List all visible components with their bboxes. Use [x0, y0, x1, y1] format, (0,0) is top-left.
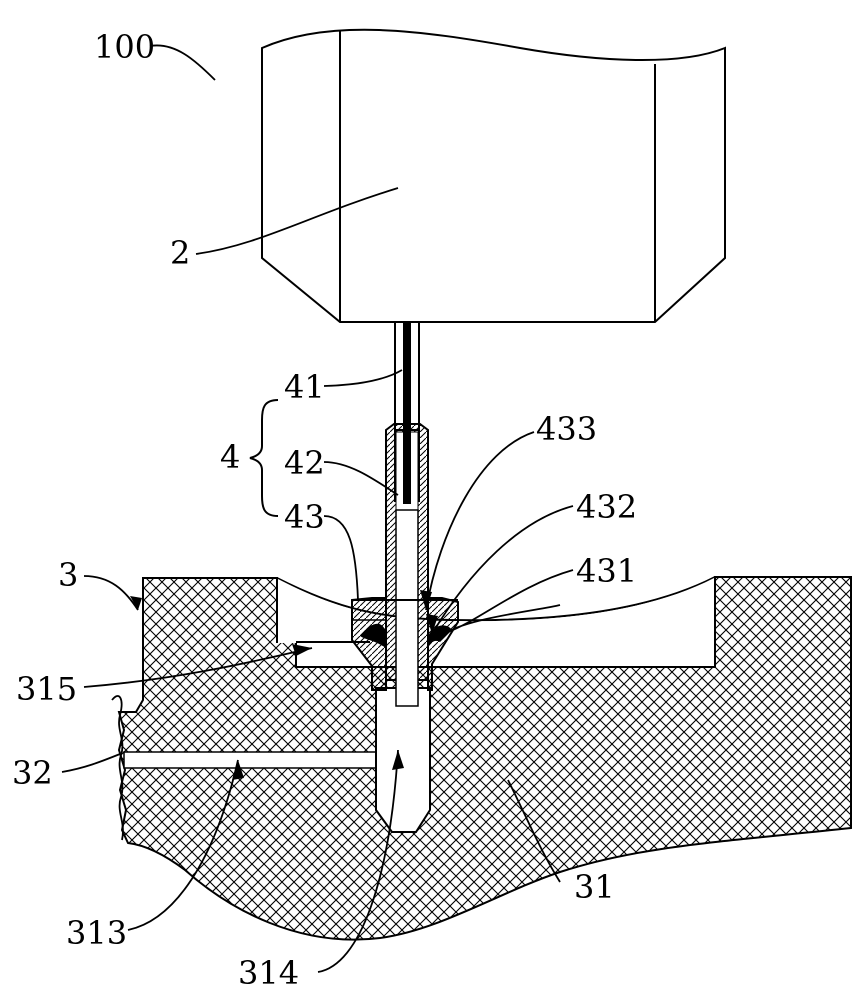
label-315: 315	[16, 670, 77, 708]
bore-314	[376, 688, 430, 832]
label-43: 43	[284, 498, 325, 536]
label-432: 432	[576, 488, 637, 526]
label-41: 41	[284, 368, 325, 406]
label-314: 314	[238, 954, 299, 992]
workpiece-body	[119, 577, 851, 940]
label-3: 3	[58, 556, 78, 594]
label-32: 32	[12, 754, 53, 792]
label-2: 2	[170, 234, 190, 272]
tool-head-2	[262, 30, 725, 322]
label-433: 433	[536, 410, 597, 448]
sleeve-42	[386, 424, 428, 706]
label-431: 431	[576, 552, 637, 590]
label-31: 31	[574, 868, 615, 906]
label-4: 4	[220, 438, 240, 476]
label-42: 42	[284, 444, 325, 482]
label-100: 100	[94, 28, 155, 66]
channel-313	[124, 752, 376, 768]
label-313: 313	[66, 914, 127, 952]
bracket-4	[250, 400, 278, 516]
